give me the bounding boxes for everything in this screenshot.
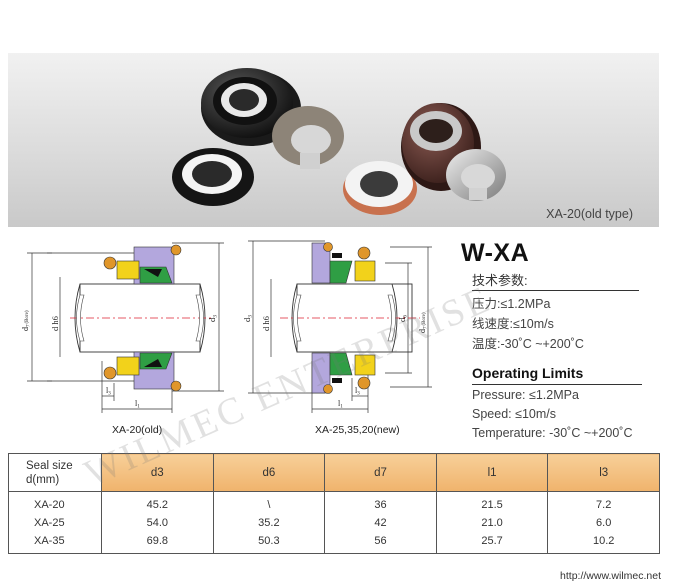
header-l3: l3 bbox=[547, 453, 660, 492]
header-d7-text: d7 bbox=[374, 466, 387, 479]
cell-l3: 10.2 bbox=[547, 532, 660, 554]
cell-d7: 36 bbox=[324, 491, 437, 514]
cell-l3: 6.0 bbox=[547, 514, 660, 532]
cell-d6: 50.3 bbox=[212, 532, 326, 554]
table-row: XA-20 45.2 \ 36 21.5 7.2 bbox=[8, 491, 660, 514]
table-row: XA-25 54.0 35.2 42 21.0 6.0 bbox=[8, 514, 660, 532]
label-l1: l1 bbox=[135, 399, 140, 410]
label-d7: d7(Bore) bbox=[22, 310, 32, 331]
header-l3-text: l3 bbox=[599, 466, 609, 479]
photo-caption: XA-20(old type) bbox=[546, 207, 633, 221]
label-d3: d3 bbox=[207, 315, 219, 322]
cell-d3: 69.8 bbox=[101, 532, 214, 554]
divider bbox=[472, 290, 639, 291]
cell-l1: 21.0 bbox=[435, 514, 549, 532]
cn-pressure: 压力:≤1.2MPa bbox=[472, 297, 551, 311]
seal-size-table: Seal size d(mm) d3 d6 d7 l1 l3 XA-20 45.… bbox=[8, 453, 660, 554]
snap-ring-grey bbox=[272, 106, 344, 169]
header-l1: l1 bbox=[435, 453, 549, 492]
drawing-new-caption: XA-25,35,20(new) bbox=[315, 424, 400, 436]
table-header-row: Seal size d(mm) d3 d6 d7 l1 l3 bbox=[8, 453, 660, 492]
header-d3-text: d3 bbox=[150, 466, 164, 479]
model-title: W-XA bbox=[461, 239, 530, 267]
cn-temperature: 温度:-30˚C ~+200˚C bbox=[472, 337, 584, 351]
en-speed: Speed: ≤10m/s bbox=[472, 407, 556, 421]
label-d7: d7(Bore) bbox=[418, 312, 429, 333]
header-l1-text: l1 bbox=[487, 466, 497, 479]
label-dh6: d h6 bbox=[50, 316, 60, 331]
header-d6: d6 bbox=[212, 453, 326, 492]
black-seal-large bbox=[201, 68, 301, 146]
cell-l1: 25.7 bbox=[435, 532, 549, 554]
label-d3: d3 bbox=[242, 315, 254, 322]
cell-d6: 35.2 bbox=[212, 514, 326, 532]
cell-d6: \ bbox=[212, 491, 326, 514]
header-seal-size-line2: d(mm) bbox=[26, 473, 60, 486]
ceramic-ring bbox=[343, 161, 417, 215]
drawing-new-type: d3 d h6 d6 d7(Bore) l3 l1 bbox=[242, 240, 432, 413]
label-l1: l1 bbox=[338, 399, 343, 410]
header-d7: d7 bbox=[324, 453, 437, 492]
label-dh6: d h6 bbox=[261, 316, 271, 331]
snap-ring-silver bbox=[446, 149, 506, 201]
header-d3: d3 bbox=[101, 453, 214, 492]
cell-size: XA-20 bbox=[8, 491, 102, 514]
divider bbox=[472, 384, 642, 385]
header-seal-size-line1: Seal size bbox=[26, 459, 73, 472]
table-row: XA-35 69.8 50.3 56 25.7 10.2 bbox=[8, 532, 660, 554]
en-pressure: Pressure: ≤1.2MPa bbox=[472, 388, 579, 402]
header-seal-size: Seal size d(mm) bbox=[8, 453, 102, 492]
cell-size: XA-35 bbox=[8, 532, 102, 554]
label-l3: l3 bbox=[355, 386, 360, 397]
en-temperature: Temperature: -30˚C ~+200˚C bbox=[472, 426, 633, 440]
drawing-old-caption: XA-20(old) bbox=[112, 424, 163, 436]
drawing-old-type: d7(Bore) d h6 d3 l3 l1 bbox=[22, 242, 224, 413]
cell-d7: 56 bbox=[324, 532, 437, 554]
label-l3: l3 bbox=[106, 386, 111, 397]
black-seal-small bbox=[172, 148, 254, 206]
cell-d7: 42 bbox=[324, 514, 437, 532]
header-d6-text: d6 bbox=[262, 466, 276, 479]
cell-size: XA-25 bbox=[8, 514, 102, 532]
cn-speed: 线速度:≤10m/s bbox=[472, 317, 554, 331]
seal-cross-section-top bbox=[103, 244, 182, 285]
cell-d3: 45.2 bbox=[101, 491, 214, 514]
label-d6: d6 bbox=[397, 315, 409, 322]
seal-cross-section-bottom bbox=[311, 352, 376, 394]
cell-l1: 21.5 bbox=[435, 491, 549, 514]
cell-l3: 7.2 bbox=[547, 491, 660, 514]
operating-limits-heading: Operating Limits bbox=[472, 365, 584, 381]
product-photo: XA-20(old type) bbox=[8, 53, 659, 227]
footer-url[interactable]: http://www.wilmec.net bbox=[560, 570, 661, 582]
seal-cross-section-bottom bbox=[103, 351, 182, 392]
cell-d3: 54.0 bbox=[101, 514, 214, 532]
seal-parts-illustration bbox=[172, 68, 506, 215]
cn-params-heading: 技术参数: bbox=[472, 273, 528, 288]
seal-cross-section-top bbox=[311, 242, 376, 284]
